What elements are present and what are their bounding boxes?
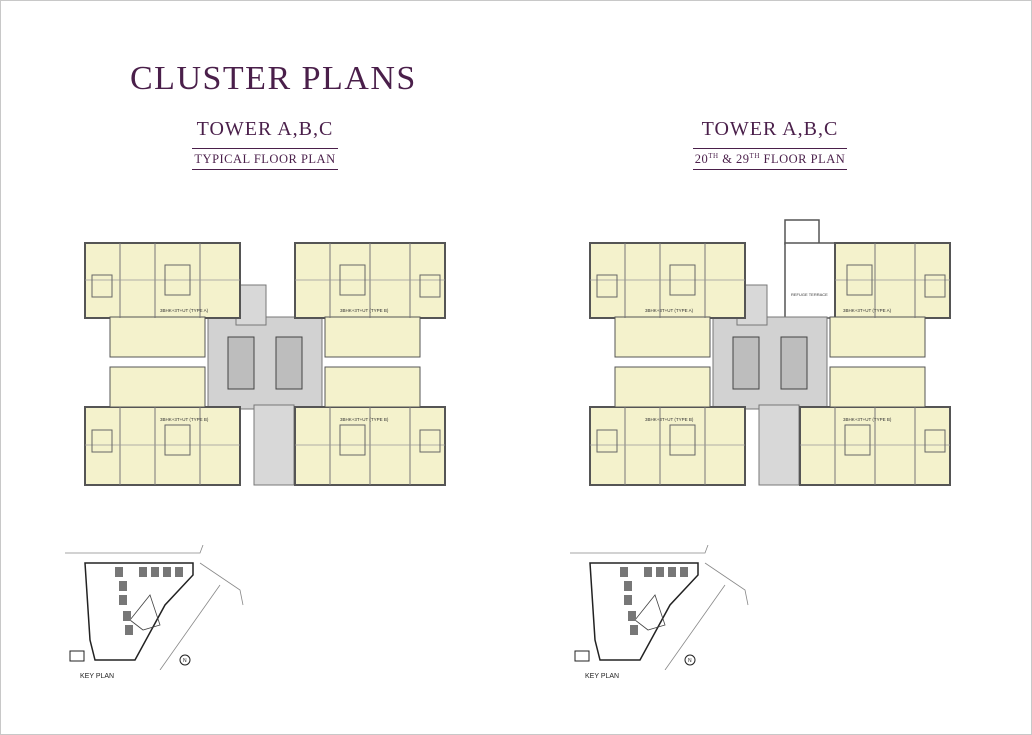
typical-floor-plan: 3BHK+3T+UT (TYPE A) 3BHK+3T+UT (TYPE B) … <box>84 242 446 486</box>
refuge-terrace-label: REFUGE TERRACE <box>791 292 828 297</box>
page-title: CLUSTER PLANS <box>130 60 417 97</box>
tower-marks <box>620 567 688 635</box>
tower-marks <box>115 567 183 635</box>
left-tower-title: TOWER A,B,C <box>196 118 334 140</box>
unit-label: 3BHK+3T+UT (TYPE B) <box>340 308 389 313</box>
unit-label: 3BHK+3T+UT (TYPE A) <box>645 308 694 313</box>
key-plan-label: KEY PLAN <box>585 673 620 680</box>
unit-label: 3BHK+3T+UT (TYPE A) <box>843 308 892 313</box>
unit-label: 3BHK+3T+UT (TYPE A) <box>160 308 209 313</box>
left-heading: TOWER A,B,C TYPICAL FLOOR PLAN <box>155 116 375 170</box>
left-floor-subtitle: TYPICAL FLOOR PLAN <box>192 148 338 170</box>
unit-label: 3BHK+3T+UT (TYPE B) <box>160 417 209 422</box>
north-label: N <box>688 658 692 664</box>
floor-plan-drawing <box>589 219 951 486</box>
key-plan-label: KEY PLAN <box>80 673 115 680</box>
key-plan-map: N <box>65 545 244 670</box>
unit-label: 3BHK+3T+UT (TYPE B) <box>843 417 892 422</box>
unit-label: 3BHK+3T+UT (TYPE B) <box>340 417 389 422</box>
floor-plan-drawing <box>84 242 446 486</box>
right-floor-subtitle: 20TH & 29TH FLOOR PLAN <box>692 148 848 171</box>
right-heading: TOWER A,B,C 20TH & 29TH FLOOR PLAN <box>660 116 880 171</box>
north-label: N <box>183 658 187 664</box>
right-tower-title: TOWER A,B,C <box>701 118 839 140</box>
unit-label: 3BHK+3T+UT (TYPE B) <box>645 417 694 422</box>
refuge-floor-plan: REFUGE TERRACE 3BHK+3T+UT (TYPE A) 3BHK+… <box>589 219 951 486</box>
key-plan-map: N <box>570 545 749 670</box>
